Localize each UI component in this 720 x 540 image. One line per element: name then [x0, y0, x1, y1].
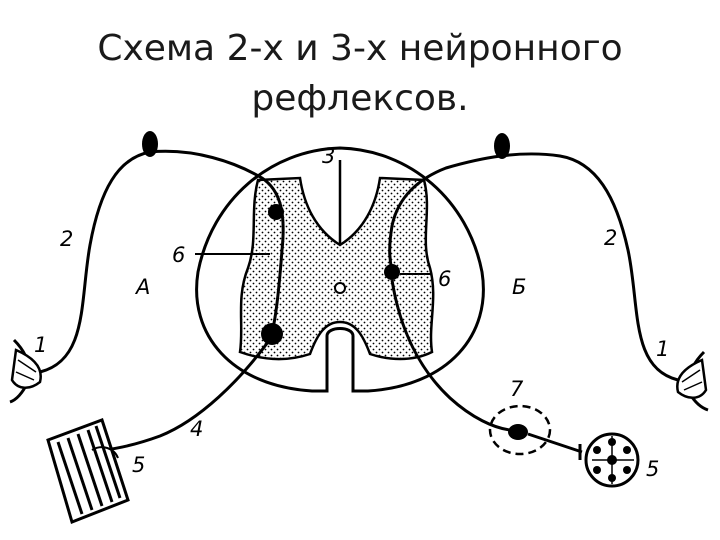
interneuron-left: [268, 204, 284, 220]
afferent-fiber-left: [39, 149, 285, 374]
label-1-right: 1: [656, 337, 669, 361]
postganglionic-fiber: [527, 432, 583, 454]
ganglion-right: [494, 133, 510, 159]
label-4: 4: [190, 417, 203, 441]
title-line-1: Схема 2-х и 3-х нейронного: [97, 28, 623, 69]
motor-neuron-left: [261, 323, 283, 345]
label-1-left: 1: [34, 333, 47, 357]
label-6-left: 6: [172, 243, 185, 267]
interneuron-right: [384, 264, 400, 280]
muscle-effector: [46, 418, 130, 524]
afferent-fiber-right: [388, 152, 679, 382]
label-2-right: 2: [604, 226, 617, 250]
gland-effector: [584, 432, 640, 488]
label-3: 3: [322, 144, 335, 168]
receptor-left: [9, 338, 42, 404]
title-line-2: рефлексов.: [251, 78, 469, 119]
ganglion-left: [142, 131, 158, 157]
label-5-left: 5: [132, 453, 145, 477]
label-7: 7: [510, 377, 524, 401]
grey-matter: [238, 176, 435, 361]
label-A: А: [134, 275, 150, 299]
autonomic-ganglion: [488, 404, 552, 456]
central-canal: [334, 282, 346, 294]
ganglion-neuron: [508, 424, 528, 440]
efferent-fiber-left: [103, 341, 270, 452]
label-2-left: 2: [60, 227, 73, 251]
label-B: Б: [512, 275, 526, 299]
page-title: Схема 2-х и 3-х нейронного рефлексов.: [0, 24, 720, 124]
label-6-right: 6: [438, 267, 451, 291]
receptor-right: [676, 350, 709, 412]
preganglionic-fiber: [390, 279, 511, 432]
label-5-right: 5: [646, 457, 659, 481]
